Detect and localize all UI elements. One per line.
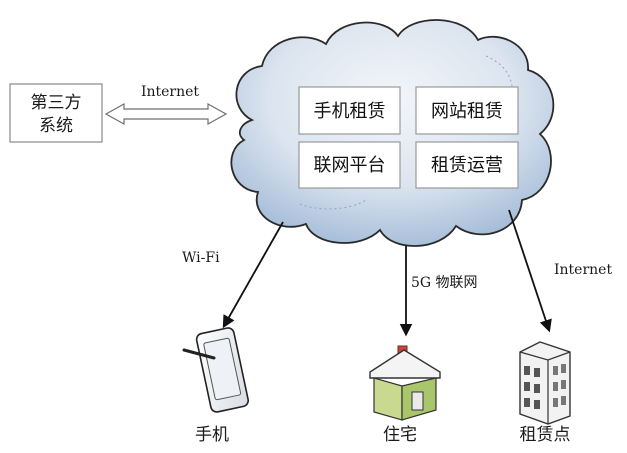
iot-label: 5G 物联网 [411,275,478,291]
internet-left-label: Internet [141,84,199,100]
service-label: 手机租赁 [314,101,386,122]
service-box-web-rental: 网站租赁 [415,86,519,135]
service-box-rental-operation: 租赁运营 [415,141,519,189]
third-party-system: 第三方 系统 [9,83,103,143]
third-party-label-line2: 系统 [39,116,73,136]
service-label: 租赁运营 [431,155,503,176]
wifi-link: Wi-Fi [182,221,284,329]
third-party-label-line1: 第三方 [31,93,82,113]
store-label: 租赁点 [520,425,571,445]
phone-icon: 手机 [182,327,250,445]
internet-double-arrow: Internet [104,84,228,126]
service-box-iot-platform: 联网平台 [298,141,401,189]
house-label: 住宅 [383,425,417,445]
service-label: 网站租赁 [431,101,503,122]
phone-label: 手机 [195,425,229,445]
store-icon: 租赁点 [519,341,571,445]
house-icon: 住宅 [369,345,441,445]
internet-right-link: Internet [508,209,612,333]
service-box-phone-rental: 手机租赁 [298,86,401,135]
internet-right-label: Internet [554,262,612,278]
iot-link: 5G 物联网 [399,246,478,337]
wifi-label: Wi-Fi [182,250,220,266]
service-label: 联网平台 [314,155,386,176]
